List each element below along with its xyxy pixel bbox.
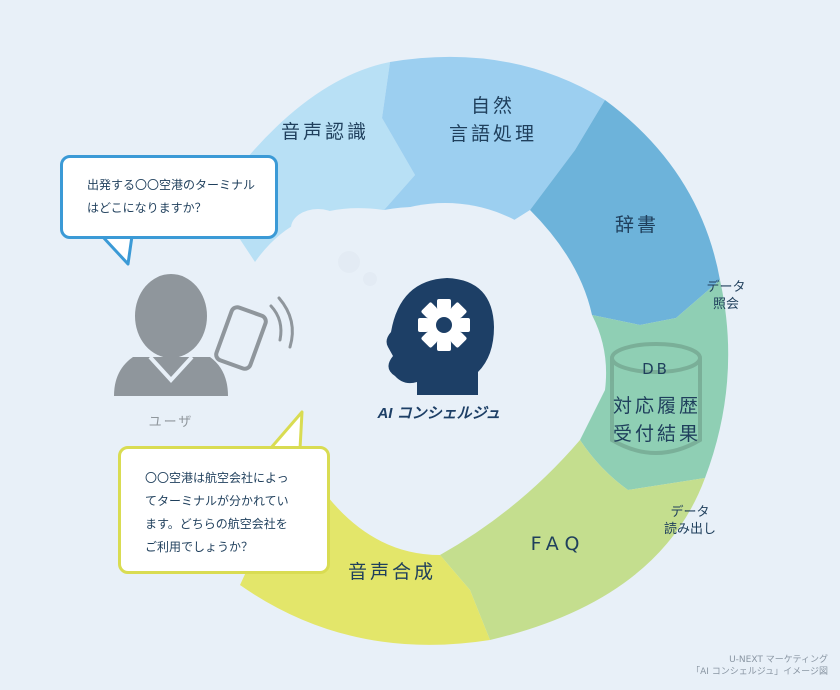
db-label: DB <box>642 360 670 378</box>
user-speech-bubble: 出発する〇〇空港のターミナル はどこになりますか？ <box>60 155 278 239</box>
nlp-label-line-2: 言語処理 <box>448 123 537 145</box>
user-bubble-tail <box>100 234 134 266</box>
smartphone-icon <box>214 296 294 371</box>
ring-segment-nlp <box>382 56 605 232</box>
db-history-line-1: 対応履歴 <box>612 395 701 417</box>
ai-speech-bubble: 〇〇空港は航空会社によっ てターミナルが分かれてい ます。どちらの航空会社を ご… <box>118 446 330 574</box>
data-lookup-label: データ 照会 <box>696 279 756 313</box>
nlp-label: 自然 言語処理 <box>428 92 558 148</box>
ai-concierge-logo: AI コンシェルジュ <box>376 405 500 422</box>
ai-head-gear-icon <box>386 278 494 395</box>
thought-bubble-large <box>291 209 345 247</box>
faq-label: FAQ <box>530 533 586 555</box>
database-cylinder-icon <box>610 342 702 455</box>
user-label: ユーザ <box>148 415 194 430</box>
ai-bubble-line-2: てターミナルが分かれてい <box>145 494 289 508</box>
data-read-line-1: データ <box>670 505 710 520</box>
thought-bubble-small <box>363 272 377 286</box>
voice-synthesis-label: 音声合成 <box>347 561 436 583</box>
ai-bubble-line-1: 〇〇空港は航空会社によっ <box>145 471 289 485</box>
user-bubble-line-2: はどこになりますか？ <box>87 201 207 215</box>
ai-bubble-line-3: ます。どちらの航空会社を <box>145 517 288 531</box>
ai-bubble-line-4: ご利用でしょうか？ <box>145 540 254 554</box>
user-icon <box>114 274 228 396</box>
nlp-label-line-1: 自然 <box>470 95 515 117</box>
ring-segment-faq <box>440 440 705 640</box>
data-read-line-2: 読み出し <box>663 522 716 537</box>
data-read-label: データ 読み出し <box>650 504 730 538</box>
db-history-line-2: 受付結果 <box>612 423 701 445</box>
ring-segment-database <box>580 280 729 490</box>
voice-recognition-label: 音声認識 <box>280 121 369 143</box>
credit-line-1: U-NEXT マーケティング <box>729 655 828 665</box>
data-lookup-line-1: データ <box>706 280 746 295</box>
ai-bubble-tail <box>268 410 304 451</box>
user-collar <box>148 355 194 383</box>
dictionary-label: 辞書 <box>614 214 659 236</box>
ring-segment-dictionary <box>530 100 720 325</box>
data-lookup-line-2: 照会 <box>712 297 739 312</box>
thought-bubble-medium <box>338 251 360 273</box>
image-credit: U-NEXT マーケティング 「AI コンシェルジュ」イメージ図 <box>691 654 828 678</box>
db-history-label: 対応履歴 受付結果 <box>598 392 716 448</box>
credit-line-2: 「AI コンシェルジュ」イメージ図 <box>691 667 828 677</box>
user-bubble-line-1: 出発する〇〇空港のターミナル <box>87 178 256 192</box>
